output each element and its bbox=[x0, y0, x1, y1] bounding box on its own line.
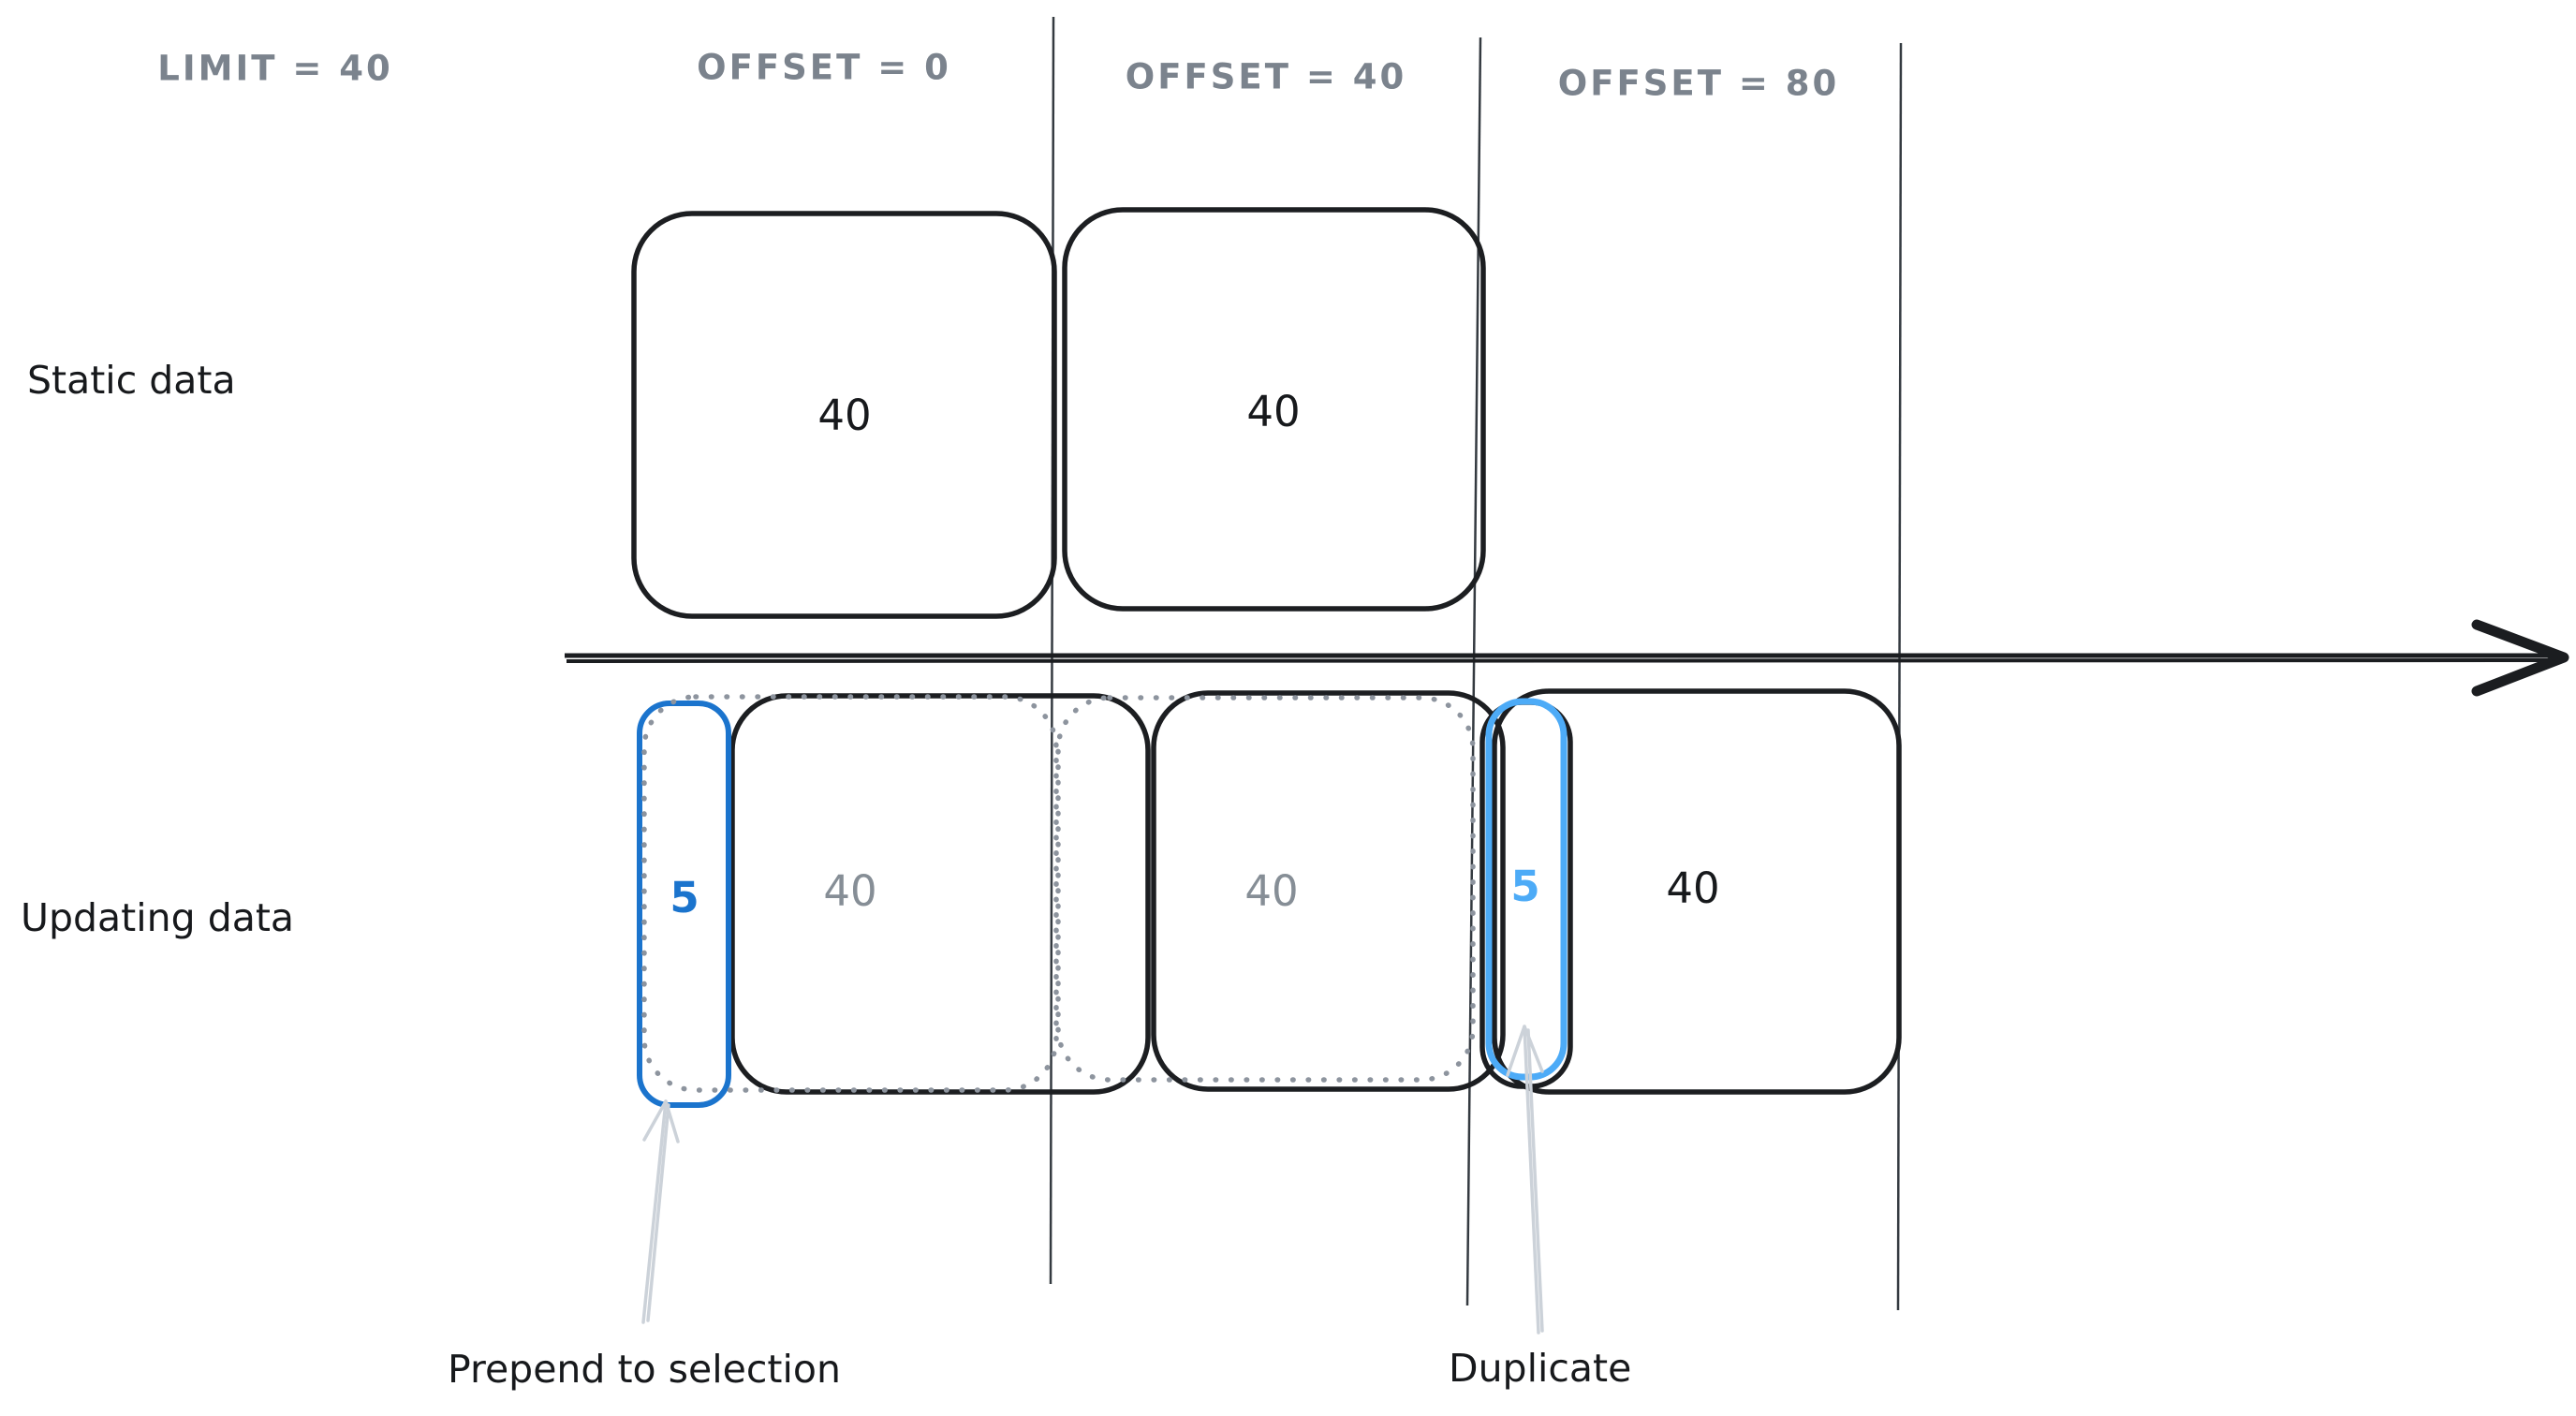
static-page-1-box bbox=[631, 211, 1057, 619]
duplicate-arrowhead-icon bbox=[1506, 1025, 1544, 1077]
prepended-items-box bbox=[637, 701, 731, 1108]
separator-line-end bbox=[1896, 42, 1903, 1311]
updating-new-fetch-count: 40 bbox=[1666, 863, 1719, 913]
offset-80-header-label: OFFSET = 80 bbox=[1558, 64, 1839, 104]
updating-new-fetch-box bbox=[1492, 688, 1902, 1095]
limit-header-label: LIMIT = 40 bbox=[157, 49, 392, 89]
axis-arrowhead-icon bbox=[2471, 619, 2569, 697]
prepend-annotation-label: Prepend to selection bbox=[448, 1347, 841, 1392]
duplicate-annotation-label: Duplicate bbox=[1449, 1346, 1631, 1391]
duplicate-items-count: 5 bbox=[1510, 862, 1539, 911]
duplicate-annotation-arrow bbox=[1506, 1025, 1544, 1335]
prepend-arrowhead-icon bbox=[642, 1099, 680, 1143]
updating-row-label: Updating data bbox=[21, 895, 294, 940]
offset-40-header-label: OFFSET = 40 bbox=[1126, 57, 1406, 97]
static-page-1-count: 40 bbox=[817, 391, 871, 440]
prepended-items-count: 5 bbox=[670, 873, 699, 922]
static-page-2-box bbox=[1062, 207, 1486, 612]
separator-line-offset-40 bbox=[1049, 16, 1055, 1285]
offset-0-header-label: OFFSET = 0 bbox=[697, 48, 951, 88]
updating-page-2-count: 40 bbox=[1244, 866, 1298, 916]
updating-page-2-box bbox=[1151, 690, 1506, 1092]
updating-page-1-count: 40 bbox=[823, 866, 876, 916]
axis-arrow bbox=[565, 619, 2569, 697]
static-page-2-count: 40 bbox=[1246, 387, 1300, 436]
static-row-label: Static data bbox=[27, 358, 236, 403]
offset-40-window-dotted-box bbox=[1055, 695, 1476, 1083]
updating-page-1-box bbox=[729, 693, 1151, 1095]
offset-0-window-dotted-box bbox=[641, 694, 1059, 1093]
prepend-annotation-arrow bbox=[641, 1099, 680, 1324]
